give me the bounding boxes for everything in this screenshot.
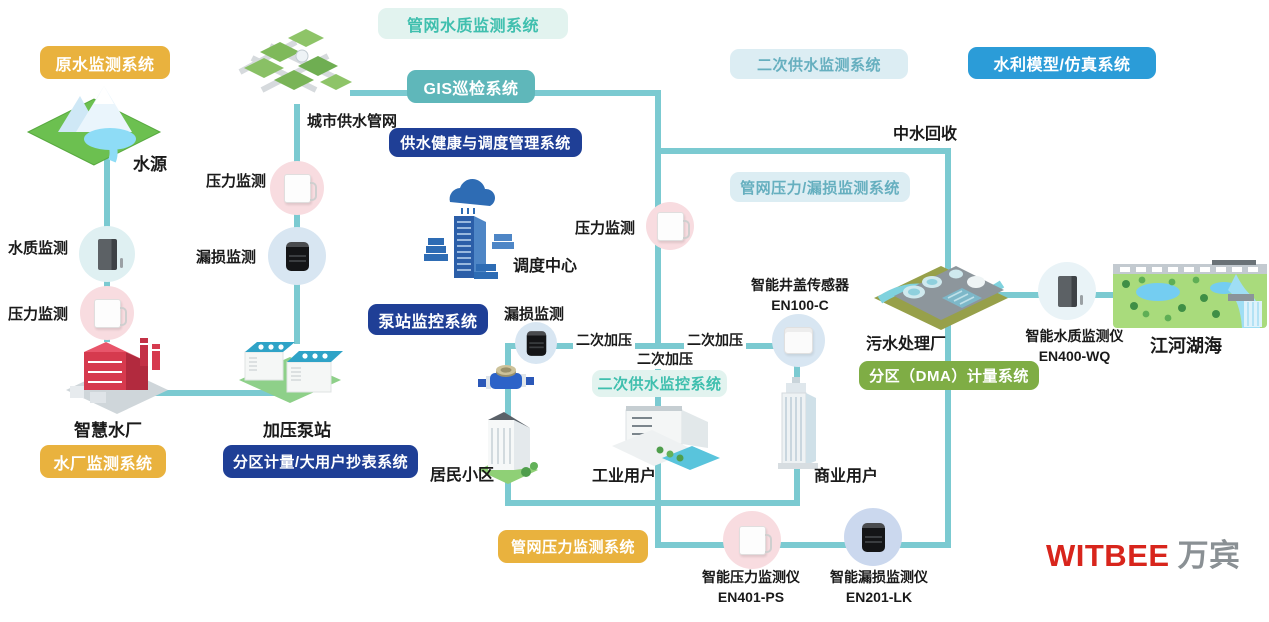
- device-name: 智能井盖传感器: [751, 277, 849, 293]
- pressure-sensor-circle-network: [270, 161, 324, 215]
- label-sewage-plant: 污水处理厂: [866, 336, 947, 353]
- badge-secondary-supply-monitoring: 二次供水监测系统: [730, 49, 908, 79]
- badge-pipe-network-water-quality: 管网水质监测系统: [378, 8, 568, 39]
- badge-supply-health-dispatch: 供水健康与调度管理系统: [389, 128, 582, 157]
- label-pressure-network: 压力监测: [206, 173, 267, 190]
- pipe-citynet-to-pump: [294, 104, 300, 344]
- water-quality-monitor-circle: [1038, 262, 1096, 320]
- smart-water-plant-icon: [66, 338, 168, 414]
- pipe-plant-to-pump: [118, 390, 283, 396]
- logo-brand-text: WITBEE: [1046, 538, 1170, 573]
- label-leakage-network: 漏损监测: [196, 249, 257, 266]
- pipe-loop-top: [505, 343, 800, 349]
- water-quality-monitor-icon: [1057, 275, 1083, 307]
- device-name: 智能水质监测仪: [1025, 328, 1124, 344]
- pipe-center-vertical: [655, 90, 661, 548]
- badge-dma-metering: 分区（DMA）计量系统: [859, 361, 1039, 390]
- device-model: EN401-PS: [717, 589, 785, 606]
- device-model: EN400-WQ: [1038, 348, 1111, 365]
- label-smart-water-plant: 智慧水厂: [74, 421, 142, 440]
- label-dispatch-center: 调度中心: [513, 258, 578, 275]
- pressurize-pump-station-icon: [239, 342, 343, 403]
- label-water-source: 水源: [133, 155, 167, 174]
- pressure-sensor-circle-trunk: [646, 202, 694, 250]
- badge-gis-inspection: GIS巡检系统: [407, 70, 535, 103]
- leakage-sensor-circle-district: [515, 322, 557, 364]
- badge-pipe-pressure-monitoring: 管网压力监测系统: [498, 530, 648, 563]
- label-reclaimed-water: 中水回收: [893, 126, 958, 143]
- device-manhole-sensor: 智能井盖传感器 EN100-C: [730, 275, 870, 316]
- pressure-sensor-icon: [93, 298, 127, 328]
- leakage-sensor-circle-network: [268, 227, 326, 285]
- pipe-right-vertical: [945, 148, 951, 548]
- label-pressure-source: 压力监测: [8, 306, 69, 323]
- pressure-monitor-icon: [738, 525, 772, 555]
- badge-water-plant-monitoring: 水厂监测系统: [40, 445, 166, 478]
- leakage-sensor-icon: [285, 241, 309, 271]
- label-rivers-lakes-seas: 江河湖海: [1150, 336, 1222, 356]
- dispatch-center-icon: [424, 179, 514, 279]
- device-model: EN201-LK: [845, 589, 913, 606]
- logo-cn-text: 万宾: [1177, 538, 1241, 573]
- label-pressure-trunk: 压力监测: [575, 220, 636, 237]
- badge-hydraulic-model-simulation: 水利模型/仿真系统: [968, 47, 1156, 79]
- water-quality-sensor-circle: [79, 226, 135, 282]
- device-name: 智能漏损监测仪: [830, 569, 928, 585]
- label-industrial-user: 工业用户: [592, 468, 657, 485]
- leakage-sensor-icon: [526, 330, 546, 356]
- label-pressurize-pump-station: 加压泵站: [263, 421, 331, 440]
- label-residential-area: 居民小区: [430, 467, 495, 484]
- manhole-sensor-circle: [772, 314, 825, 367]
- pressure-sensor-circle-source: [80, 286, 134, 340]
- rivers-lakes-seas-icon: [1113, 260, 1267, 328]
- device-pressure-monitor: 智能压力监测仪 EN401-PS: [690, 567, 812, 608]
- label-city-pipe-network: 城市供水管网: [307, 113, 398, 130]
- pipe-sewage-to-river: [950, 292, 1115, 298]
- label-water-quality-source: 水质监测: [8, 240, 69, 257]
- pipe-loop-bottom: [505, 500, 800, 506]
- city-pipe-network-icon: [238, 29, 352, 93]
- label-commercial-user: 商业用户: [814, 468, 879, 485]
- badge-secondary-supply-control: 二次供水监控系统: [592, 370, 727, 397]
- pressure-sensor-icon: [283, 173, 317, 203]
- pipe-reclaim-horizontal: [655, 148, 951, 154]
- badge-pump-station-monitoring: 泵站监控系统: [368, 304, 488, 335]
- pressure-sensor-icon: [656, 211, 690, 241]
- leakage-monitor-icon: [861, 522, 885, 552]
- label-boost-center: 二次加压: [634, 349, 696, 369]
- water-meter-icon: [478, 365, 534, 389]
- leakage-monitor-circle: [844, 508, 902, 566]
- label-boost-right: 二次加压: [684, 330, 746, 350]
- label-boost-left: 二次加压: [573, 330, 635, 350]
- device-model: EN100-C: [771, 297, 829, 314]
- residential-area-icon: [478, 412, 538, 484]
- pipe-lower-horizontal: [658, 542, 951, 548]
- device-leakage-monitor: 智能漏损监测仪 EN201-LK: [818, 567, 940, 608]
- pressure-monitor-circle: [723, 511, 781, 569]
- badge-district-metering-reading: 分区计量/大用户抄表系统: [223, 445, 418, 478]
- badge-pipe-pressure-leak-monitoring: 管网压力/漏损监测系统: [730, 172, 910, 202]
- commercial-user-icon: [778, 377, 818, 469]
- label-leakage-district: 漏损监测: [504, 306, 565, 323]
- device-name: 智能压力监测仪: [702, 569, 800, 585]
- water-quality-sensor-icon: [97, 238, 123, 270]
- sewage-plant-icon: [874, 266, 1008, 330]
- badge-raw-water-monitoring: 原水监测系统: [40, 46, 170, 79]
- water-source-icon: [26, 86, 162, 166]
- manhole-sensor-icon: [784, 327, 813, 354]
- device-water-quality-monitor: 智能水质监测仪 EN400-WQ: [1012, 326, 1137, 367]
- industrial-user-icon: [612, 406, 720, 470]
